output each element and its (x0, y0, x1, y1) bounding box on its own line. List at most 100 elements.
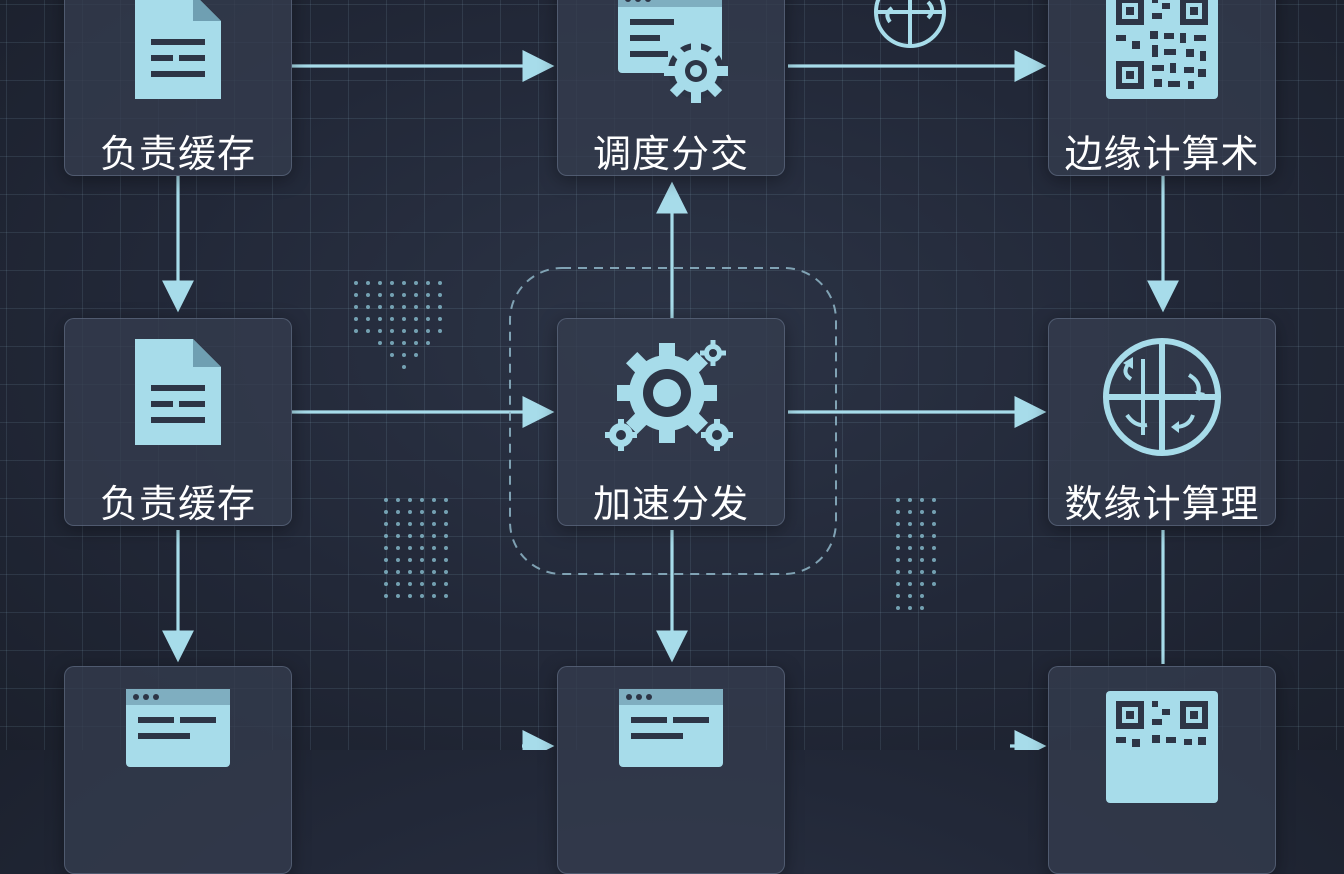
browser-window-icon (126, 689, 230, 767)
decor-dot (354, 305, 358, 309)
decor-dot (444, 510, 448, 514)
gear-cluster-icon (605, 340, 733, 451)
decor-dot (408, 510, 412, 514)
decor-dot (384, 498, 388, 502)
node-top-right[interactable]: 边缘计算术 (1048, 0, 1276, 176)
decor-dot (396, 582, 400, 586)
qr-code-icon (1106, 691, 1218, 803)
decor-dot (420, 498, 424, 502)
decor-dot (408, 594, 412, 598)
decor-dot (896, 558, 900, 562)
decor-dot (920, 546, 924, 550)
decor-dot (932, 522, 936, 526)
decor-dot (432, 510, 436, 514)
decor-dot (444, 594, 448, 598)
decor-dot (896, 498, 900, 502)
decor-dot (402, 305, 406, 309)
decor-dot (396, 498, 400, 502)
decor-dot (432, 522, 436, 526)
decor-dot (920, 570, 924, 574)
node-mid-center[interactable]: 加速分发 (557, 318, 785, 526)
node-bottom-right[interactable] (1048, 666, 1276, 874)
decor-dot (908, 522, 912, 526)
decor-dot (420, 570, 424, 574)
decor-dot (920, 594, 924, 598)
node-bottom-left[interactable] (64, 666, 292, 874)
decor-dot (396, 510, 400, 514)
decor-dot (408, 546, 412, 550)
decor-dot (408, 570, 412, 574)
decor-dot (402, 329, 406, 333)
decor-dot (378, 329, 382, 333)
decor-dot (420, 582, 424, 586)
decor-dot (420, 510, 424, 514)
decor-dot (426, 341, 430, 345)
node-top-left[interactable]: 负责缓存 (64, 0, 292, 176)
node-label: 边缘计算术 (1064, 132, 1260, 176)
decor-dot (420, 558, 424, 562)
decor-dot (408, 582, 412, 586)
decor-dot (384, 534, 388, 538)
decor-dot (444, 558, 448, 562)
node-top-center[interactable]: 调度分交 (557, 0, 785, 176)
focus-dashed-ring (509, 267, 837, 575)
decor-dot (896, 582, 900, 586)
decor-dot (920, 498, 924, 502)
decor-dot (396, 594, 400, 598)
document-icon (135, 0, 221, 99)
node-label: 数缘计算理 (1064, 482, 1260, 526)
decor-dot (420, 534, 424, 538)
node-mid-right[interactable]: 数缘计算理 (1048, 318, 1276, 526)
decor-dot (402, 365, 406, 369)
decor-dot (414, 317, 418, 321)
decor-dot (908, 594, 912, 598)
decor-dot (444, 546, 448, 550)
decor-dot (402, 293, 406, 297)
decor-dot (390, 305, 394, 309)
decor-dot (932, 546, 936, 550)
decor-dot (378, 305, 382, 309)
decor-dot (932, 558, 936, 562)
decor-dot (384, 546, 388, 550)
decor-dot (432, 594, 436, 598)
decor-dot (426, 305, 430, 309)
decor-dot (378, 293, 382, 297)
node-mid-left[interactable]: 负责缓存 (64, 318, 292, 526)
node-label: 负责缓存 (99, 132, 256, 176)
decor-dot (896, 606, 900, 610)
decor-dot (378, 341, 382, 345)
decor-dot (408, 498, 412, 502)
decor-dot (444, 570, 448, 574)
decor-dot (420, 522, 424, 526)
decor-dot (432, 546, 436, 550)
decor-dot (920, 534, 924, 538)
decor-dot (390, 329, 394, 333)
decor-dot (402, 281, 406, 285)
decor-dot (920, 606, 924, 610)
decor-dot (444, 498, 448, 502)
decor-dot (932, 570, 936, 574)
decor-dot (396, 558, 400, 562)
node-bottom-center[interactable] (557, 666, 785, 874)
decor-dot (438, 305, 442, 309)
decor-dot (414, 305, 418, 309)
decor-dot (438, 281, 442, 285)
decor-dot (384, 570, 388, 574)
decor-dot (414, 329, 418, 333)
decor-dot (426, 281, 430, 285)
decor-dot (414, 293, 418, 297)
globe-arrows-icon (1103, 338, 1221, 456)
decor-dot (414, 341, 418, 345)
decor-dot (920, 522, 924, 526)
decor-dot (920, 510, 924, 514)
decor-dot (438, 329, 442, 333)
decor-dot (402, 317, 406, 321)
decor-dot (396, 570, 400, 574)
decor-dot (414, 353, 418, 357)
decor-dot (396, 534, 400, 538)
node-label: 加速分发 (592, 482, 749, 526)
connector-layer (162, 50, 1179, 750)
decor-dot (444, 522, 448, 526)
decor-dot (366, 317, 370, 321)
decor-dot (432, 582, 436, 586)
